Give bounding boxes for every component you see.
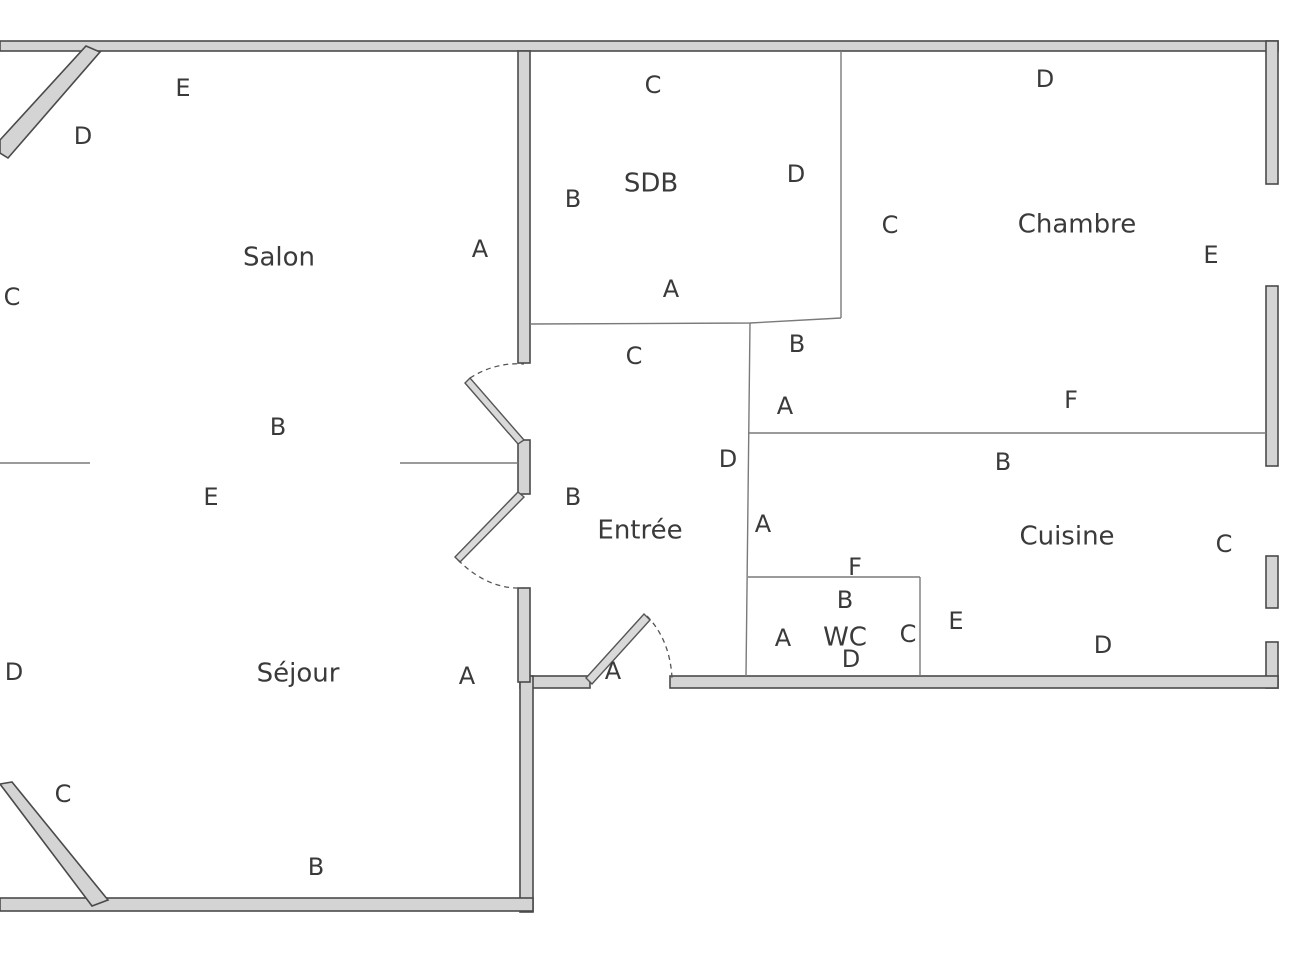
entree-bottom-letter: A — [605, 657, 622, 685]
room-label-wc: WC — [823, 623, 867, 653]
room-label-salon: Salon — [243, 243, 315, 273]
sejour-right-outer-wall — [519, 675, 534, 913]
sdb-right-letter: D — [787, 160, 805, 188]
wall-letters: E D C A B E D A C B C B D A D C E B A F … — [4, 65, 1233, 881]
chambre-left-letter: C — [882, 211, 899, 239]
room-label-sejour: Séjour — [257, 659, 340, 689]
room-label-sdb: SDB — [624, 169, 678, 199]
wc-bottom-letter: D — [842, 645, 860, 673]
salon-diagonal-letter: D — [74, 122, 92, 150]
salon-left-letter: C — [4, 283, 21, 311]
room-label-chambre: Chambre — [1018, 210, 1137, 240]
interior-partitions — [0, 51, 1266, 677]
right-outer-wall-1 — [1265, 40, 1279, 185]
right-outer-wall-3 — [1265, 555, 1279, 609]
cuisine-wc-side-letter: E — [948, 607, 963, 635]
wc-left-letter: A — [775, 624, 792, 652]
entree-right-partition — [745, 322, 751, 677]
outer-walls — [0, 40, 1279, 913]
salon-entree-wall-mid — [517, 439, 531, 495]
salon-door-lower-swing — [457, 559, 525, 589]
sdb-bottom-partition — [529, 317, 842, 325]
doors — [454, 363, 673, 686]
room-label-cuisine: Cuisine — [1019, 522, 1114, 552]
cuisine-top-letter: B — [995, 448, 1011, 476]
bay-window-upper-diagonal — [0, 45, 102, 160]
wc-right-letter: C — [900, 620, 917, 648]
salon-right-letter: A — [472, 235, 489, 263]
salon-entree-wall-lower — [517, 587, 531, 683]
room-labels: Salon Séjour SDB Chambre Entrée Cuisine … — [243, 169, 1136, 689]
entree-right-letter: D — [719, 445, 737, 473]
room-label-entree: Entrée — [597, 516, 682, 546]
top-outer-wall — [0, 40, 1279, 52]
bottom-right-outer-wall — [669, 675, 1279, 689]
sejour-diagonal-letter: C — [55, 780, 72, 808]
chambre-top-letter: D — [1036, 65, 1054, 93]
wc-top-b-letter: B — [837, 586, 853, 614]
sejour-bottom-letter: B — [308, 853, 324, 881]
cuisine-right-letter: C — [1216, 530, 1233, 558]
sejour-top-letter: E — [203, 483, 218, 511]
chambre-bottom-letter: F — [1064, 386, 1078, 414]
chambre-lower-left-letter: A — [777, 392, 794, 420]
salon-door-upper-leaf — [464, 376, 526, 445]
entree-top-letter: C — [626, 342, 643, 370]
salon-door-upper-swing — [469, 363, 525, 379]
salon-entree-wall-upper — [517, 50, 531, 364]
sejour-right-letter: A — [459, 662, 476, 690]
sdb-top-letter: C — [645, 71, 662, 99]
bay-window-lower-diagonal — [0, 781, 110, 907]
bottom-left-outer-wall — [0, 897, 534, 912]
entrance-door-swing — [646, 615, 673, 679]
wc-top-f-letter: F — [848, 553, 862, 581]
entree-left-letter: B — [565, 483, 581, 511]
chambre-corridor-letter: B — [789, 330, 805, 358]
salon-top-letter: E — [175, 74, 190, 102]
chambre-right-letter: E — [1203, 241, 1218, 269]
bay-window — [0, 45, 110, 907]
sdb-left-letter: B — [565, 185, 581, 213]
sdb-bottom-letter: A — [663, 275, 680, 303]
cuisine-left-letter: A — [755, 510, 772, 538]
right-outer-wall-2 — [1265, 285, 1279, 467]
cuisine-bottom-letter: D — [1094, 631, 1112, 659]
sejour-left-letter: D — [5, 658, 23, 686]
salon-door-lower-leaf — [454, 491, 526, 563]
salon-center-letter: B — [270, 413, 286, 441]
